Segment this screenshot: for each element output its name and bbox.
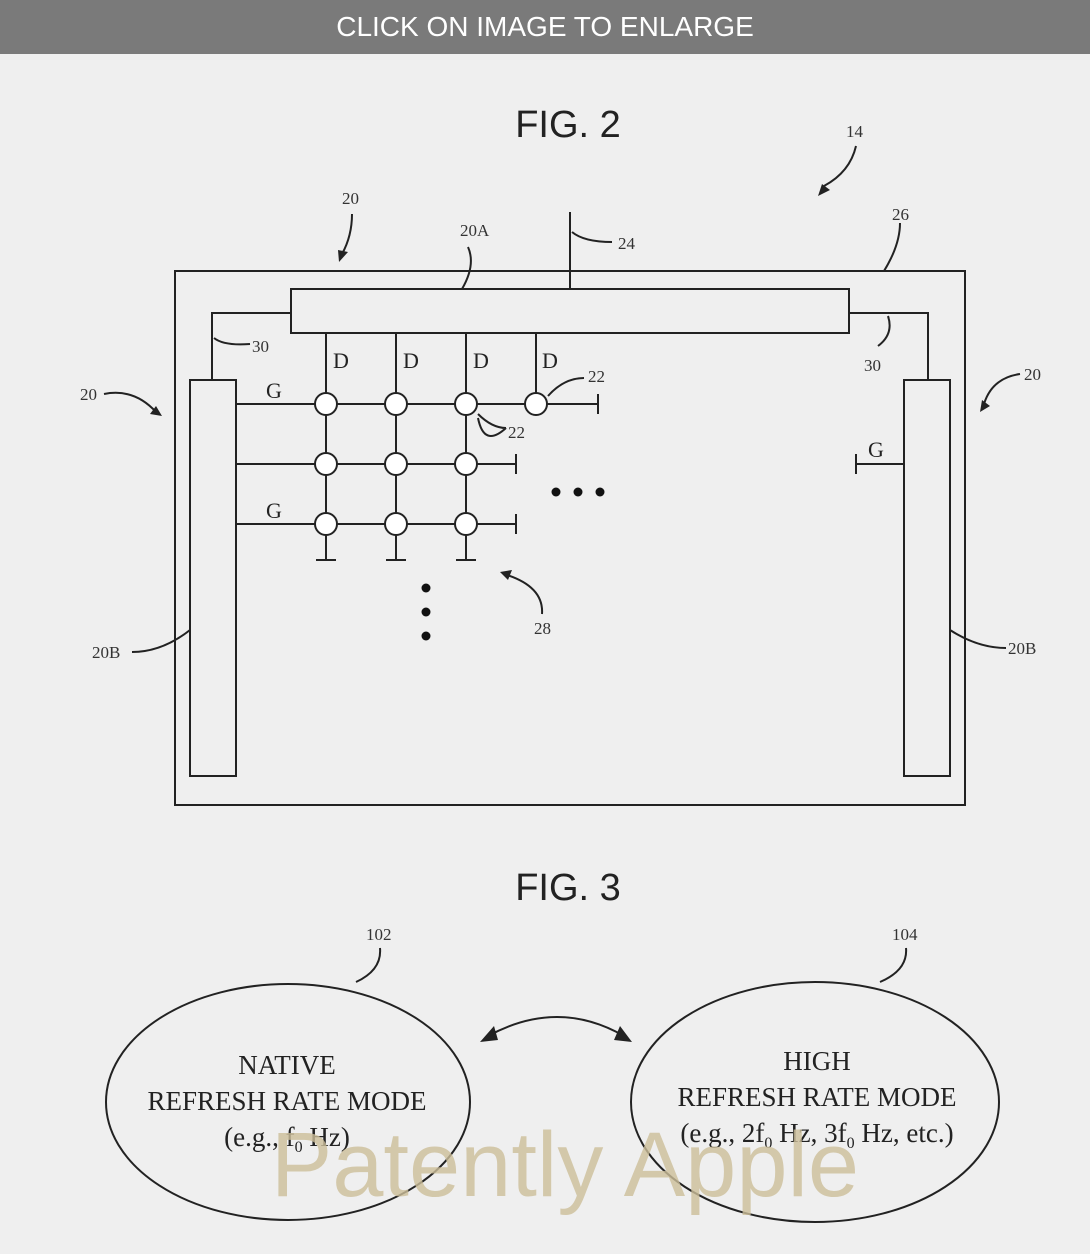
high-line-3: (e.g., 2f0 Hz, 3f0 Hz, etc.)	[680, 1118, 953, 1152]
arrowhead-20-right	[980, 400, 990, 412]
ref-20-top: 20	[342, 189, 359, 208]
ref-24: 24	[618, 234, 636, 253]
ref-22-a: 22	[588, 367, 605, 386]
leader-20a	[461, 246, 472, 290]
arrowhead-14	[818, 184, 830, 196]
ref-20-left: 20	[80, 385, 97, 404]
signal-g-right: G	[868, 437, 884, 462]
ref-14: 14	[846, 122, 864, 141]
arrowhead-right	[614, 1026, 632, 1042]
leader-20b-left	[131, 629, 191, 653]
signal-g-2: G	[266, 498, 282, 523]
signal-d-2: D	[403, 348, 419, 373]
ref-26: 26	[892, 205, 909, 224]
native-line-3: (e.g., f0 Hz)	[224, 1122, 350, 1156]
ref-30-left: 30	[252, 337, 269, 356]
leader-22-b	[477, 413, 507, 437]
signal-d-1: D	[333, 348, 349, 373]
fig3-title: FIG. 3	[515, 867, 621, 909]
display-outline	[174, 270, 966, 806]
leader-14	[823, 145, 857, 187]
leader-20-left	[103, 391, 157, 413]
arrowhead-28	[500, 570, 512, 580]
leader-26	[883, 222, 901, 272]
pixel-array	[314, 392, 548, 536]
signal-g-1: G	[266, 378, 282, 403]
enlarge-banner[interactable]: CLICK ON IMAGE TO ENLARGE	[0, 0, 1090, 54]
path-30-left	[211, 312, 291, 380]
watermark: Patently Apple	[271, 1114, 859, 1216]
leader-22-a	[547, 377, 585, 397]
high-line-2: REFRESH RATE MODE	[677, 1082, 956, 1112]
leader-102	[355, 947, 382, 983]
ref-104: 104	[892, 925, 918, 944]
leader-20b-right	[949, 629, 1007, 649]
leader-24	[571, 231, 613, 243]
native-line-2: REFRESH RATE MODE	[147, 1086, 426, 1116]
leader-30-right	[877, 315, 891, 347]
leader-20-top	[341, 213, 353, 255]
high-line-1: HIGH	[783, 1046, 851, 1076]
native-mode-oval	[105, 983, 471, 1221]
ref-20-right: 20	[1024, 365, 1041, 384]
leader-20-right	[983, 373, 1021, 405]
driver-20b-right	[903, 379, 951, 777]
mode-switch-arrow	[487, 1016, 625, 1037]
ref-20b-left: 20B	[92, 643, 120, 662]
data-lines	[316, 333, 537, 561]
leader-30-left	[213, 337, 251, 346]
arrowhead-left	[480, 1026, 498, 1042]
native-line-1: NATIVE	[238, 1050, 335, 1080]
driver-20b-left	[189, 379, 237, 777]
continuation-dots	[421, 487, 605, 641]
signal-d-3: D	[473, 348, 489, 373]
ref-102: 102	[366, 925, 392, 944]
leader-104	[879, 947, 908, 983]
path-30-right	[849, 312, 929, 380]
high-mode-oval	[630, 981, 1000, 1223]
ref-20a: 20A	[460, 221, 490, 240]
arrowhead-20-top	[338, 250, 348, 262]
ref-22-b: 22	[508, 423, 525, 442]
leader-28	[503, 573, 544, 615]
ref-20b-right: 20B	[1008, 639, 1036, 658]
ref-30-right: 30	[864, 356, 881, 375]
ref-28: 28	[534, 619, 551, 638]
signal-d-4: D	[542, 348, 558, 373]
arrowhead-20-left	[150, 406, 162, 416]
fig2-title: FIG. 2	[515, 104, 621, 146]
patent-diagram[interactable]: FIG. 2 24 30 30 20A 26 14 20 20 20 20B 2…	[0, 54, 1090, 1254]
driver-20a	[290, 288, 850, 334]
